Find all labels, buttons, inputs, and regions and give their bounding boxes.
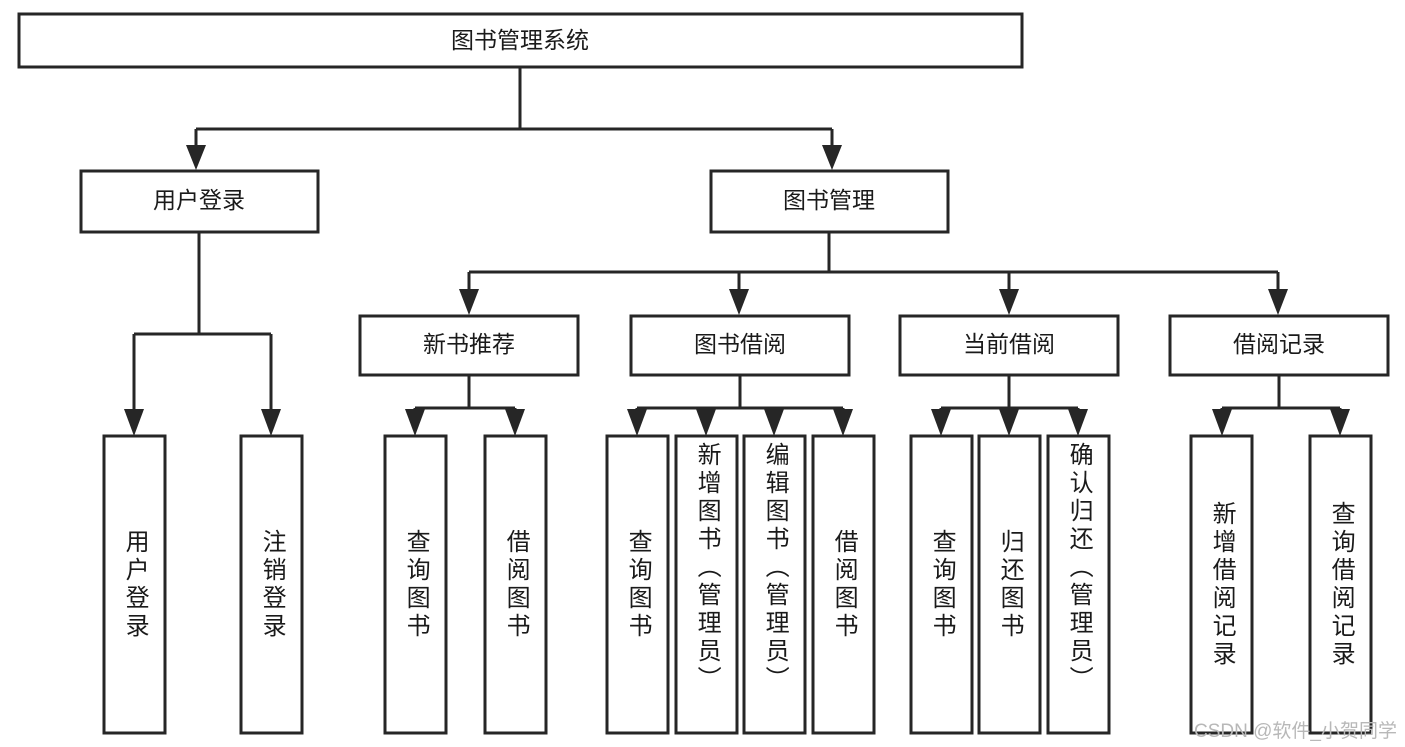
arrowhead-login-l2 bbox=[261, 409, 281, 436]
node-borrow-record[interactable]: 借阅记录 bbox=[1168, 314, 1390, 377]
leaf-current-query-book[interactable] bbox=[909, 434, 974, 735]
leaf-borrow-query-book[interactable] bbox=[605, 434, 670, 735]
leaf-current-return-book-box[interactable] bbox=[977, 434, 1042, 735]
arrowhead-recommend-l1 bbox=[405, 409, 425, 436]
leaf-user-login-box[interactable] bbox=[102, 434, 167, 735]
leaf-current-return-book[interactable] bbox=[977, 434, 1042, 735]
node-user-login-label: 用户登录 bbox=[153, 187, 245, 213]
leaf-record-add-record-box[interactable] bbox=[1189, 434, 1254, 735]
leaf-recommend-query-book[interactable] bbox=[383, 434, 448, 735]
arrowhead-borrow-l1 bbox=[627, 409, 647, 436]
node-user-login[interactable]: 用户登录 bbox=[79, 169, 320, 234]
leaf-current-confirm-return-box[interactable] bbox=[1046, 434, 1111, 735]
arrowhead-current-l3 bbox=[1068, 409, 1088, 436]
arrowhead-bookmgmt-c4 bbox=[1268, 289, 1288, 315]
arrowhead-borrow-l2 bbox=[696, 409, 716, 436]
leaf-recommend-query-book-box[interactable] bbox=[383, 434, 448, 735]
leaf-recommend-borrow-book[interactable] bbox=[483, 434, 548, 735]
leaf-record-add-record[interactable] bbox=[1189, 434, 1254, 735]
node-book-borrow[interactable]: 图书借阅 bbox=[629, 314, 851, 377]
leaf-borrow-edit-book[interactable] bbox=[742, 434, 807, 735]
leaf-logout-box[interactable] bbox=[239, 434, 304, 735]
node-current-borrow[interactable]: 当前借阅 bbox=[898, 314, 1120, 377]
arrowhead-bookmgmt-c1 bbox=[459, 289, 479, 315]
node-book-borrow-label: 图书借阅 bbox=[694, 331, 786, 357]
leaf-record-query-record-box[interactable] bbox=[1308, 434, 1373, 735]
leaf-borrow-add-book[interactable] bbox=[674, 434, 739, 735]
arrowhead-borrow-l4 bbox=[833, 409, 853, 436]
node-current-borrow-label: 当前借阅 bbox=[963, 331, 1055, 357]
leaf-borrow-borrow-book-box[interactable] bbox=[811, 434, 876, 735]
leaf-logout[interactable] bbox=[239, 434, 304, 735]
node-borrow-record-label: 借阅记录 bbox=[1233, 331, 1325, 357]
leaf-borrow-query-book-box[interactable] bbox=[605, 434, 670, 735]
leaf-current-query-book-box[interactable] bbox=[909, 434, 974, 735]
node-root[interactable]: 图书管理系统 bbox=[17, 12, 1024, 69]
node-book-borrow-box[interactable] bbox=[629, 314, 851, 377]
node-current-borrow-box[interactable] bbox=[898, 314, 1120, 377]
arrowhead-current-l1 bbox=[931, 409, 951, 436]
arrowhead-record-l1 bbox=[1212, 409, 1232, 436]
node-book-management[interactable]: 图书管理 bbox=[709, 169, 950, 234]
leaf-borrow-edit-book-box[interactable] bbox=[742, 434, 807, 735]
leaf-recommend-borrow-book-box[interactable] bbox=[483, 434, 548, 735]
leaf-user-login[interactable] bbox=[102, 434, 167, 735]
arrowhead-recommend-l2 bbox=[505, 409, 525, 436]
node-book-management-box[interactable] bbox=[709, 169, 950, 234]
arrowhead-borrow-l3 bbox=[764, 409, 784, 436]
node-new-book-recommend[interactable]: 新书推荐 bbox=[358, 314, 580, 377]
arrowhead-bookmgmt-c2 bbox=[729, 289, 749, 315]
node-book-management-label: 图书管理 bbox=[783, 187, 875, 213]
arrowhead-login-l1 bbox=[124, 409, 144, 436]
leaf-current-confirm-return[interactable] bbox=[1046, 434, 1111, 735]
node-borrow-record-box[interactable] bbox=[1168, 314, 1390, 377]
arrowhead-root-to-bookmgmt bbox=[822, 145, 842, 170]
leaf-record-query-record[interactable] bbox=[1308, 434, 1373, 735]
node-root-label: 图书管理系统 bbox=[451, 27, 589, 53]
arrowhead-record-l2 bbox=[1330, 409, 1350, 436]
arrowhead-current-l2 bbox=[999, 409, 1019, 436]
arrowhead-bookmgmt-c3 bbox=[999, 289, 1019, 315]
leaf-borrow-borrow-book[interactable] bbox=[811, 434, 876, 735]
node-new-book-recommend-label: 新书推荐 bbox=[423, 331, 515, 357]
node-root-box[interactable] bbox=[17, 12, 1024, 69]
arrowhead-root-to-login bbox=[186, 145, 206, 170]
node-new-book-recommend-box[interactable] bbox=[358, 314, 580, 377]
leaf-borrow-add-book-box[interactable] bbox=[674, 434, 739, 735]
